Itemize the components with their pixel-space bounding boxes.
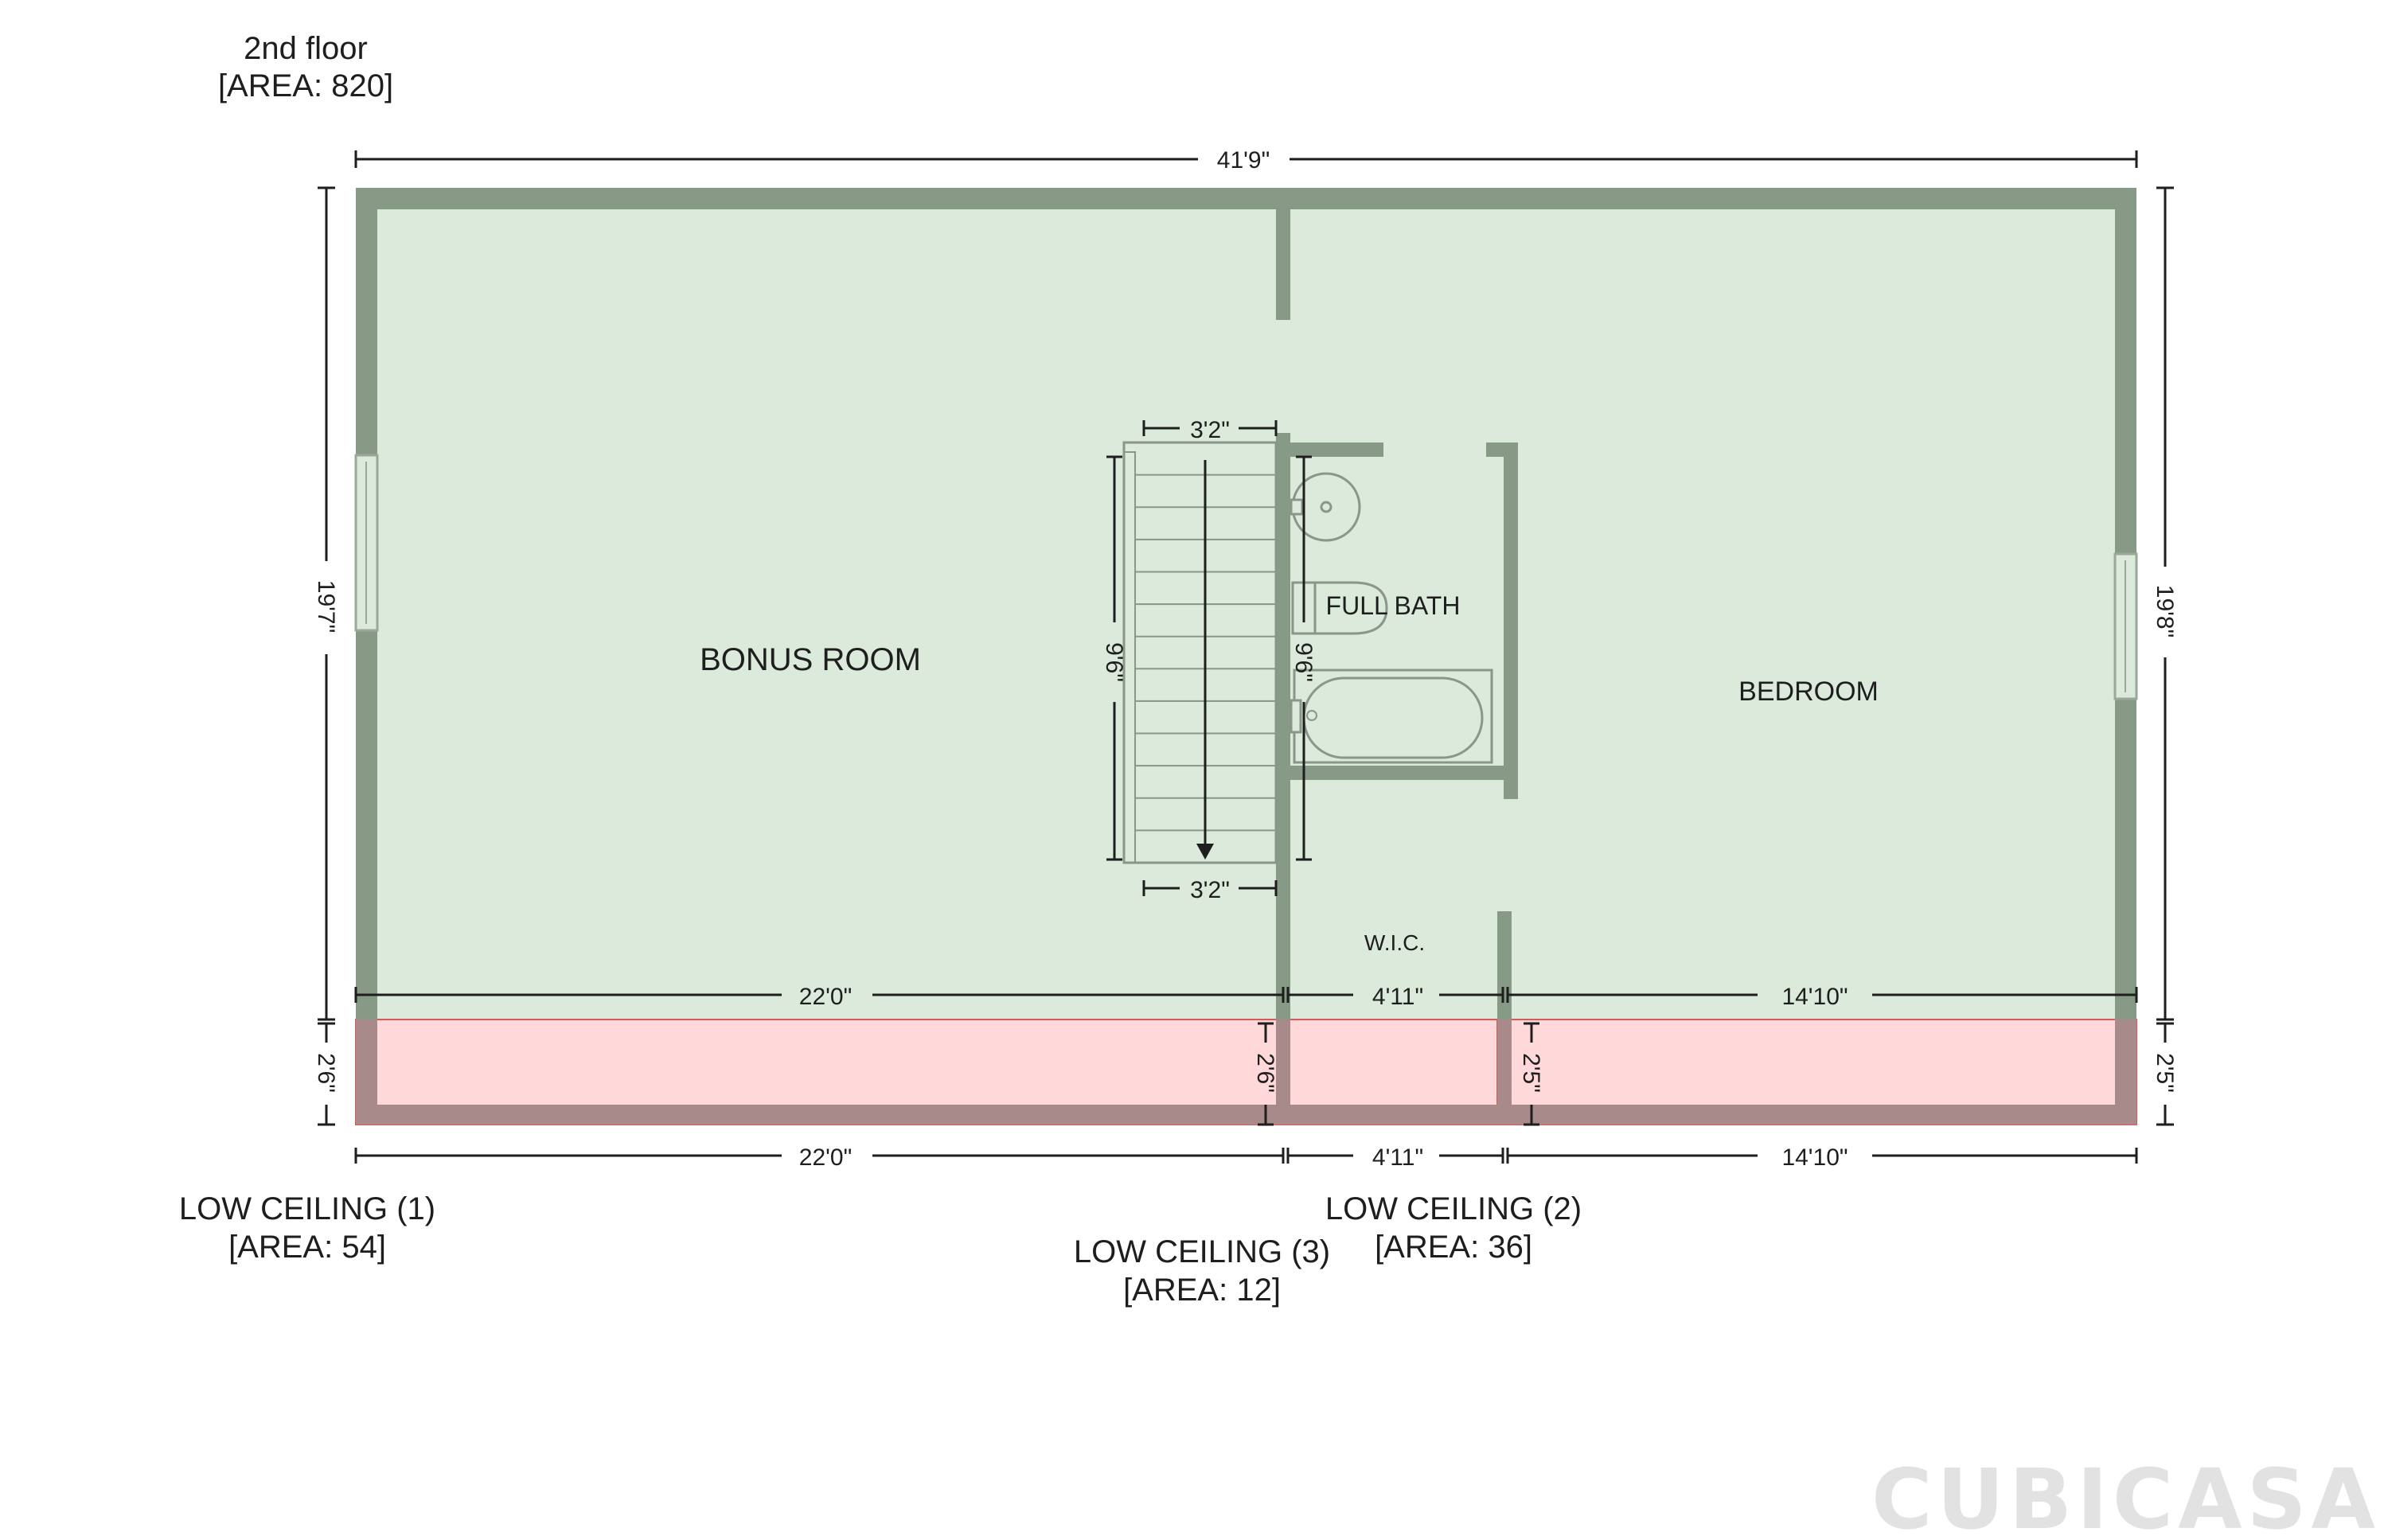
dim-stair-top: 3'2" xyxy=(1142,417,1278,443)
dim-left-low: 2'6" xyxy=(313,1022,339,1126)
svg-text:2'5": 2'5" xyxy=(2152,1053,2178,1093)
svg-text:9'6": 9'6" xyxy=(1290,642,1317,682)
dim-low2-height: 2'5" xyxy=(1518,1022,1544,1126)
dim-left-height: 19'7" xyxy=(313,186,339,1021)
svg-text:4'11": 4'11" xyxy=(1372,984,1423,1010)
dim-bottom-row: 22'0" 4'11" 14'10" xyxy=(354,1144,2138,1171)
dim-low3-height: 2'6" xyxy=(1252,1022,1278,1126)
dim-mid-row: 22'0" 4'11" 14'10" xyxy=(354,984,2138,1010)
dim-bath-length: 9'6" xyxy=(1290,455,1317,861)
svg-text:14'10": 14'10" xyxy=(1781,1144,1848,1171)
wic-wall-low xyxy=(1497,1020,1512,1125)
room-label-bedroom: BEDROOM xyxy=(1738,676,1879,707)
floor-title: 2nd floor xyxy=(244,31,368,66)
sink-icon xyxy=(1290,472,1361,542)
staircase xyxy=(1122,441,1278,864)
interior-wall-low xyxy=(1276,1020,1290,1125)
svg-text:2'6": 2'6" xyxy=(1252,1053,1278,1093)
bathtub-icon xyxy=(1290,669,1493,764)
room-label-bonus-room: BONUS ROOM xyxy=(700,642,921,677)
dim-stair-length: 9'6" xyxy=(1101,455,1127,861)
interior-wall-upper xyxy=(1276,188,1290,320)
wic-wall xyxy=(1497,911,1512,1020)
cubicasa-logo: CUBICASA xyxy=(1871,1451,2380,1540)
dim-right-height: 19'8" xyxy=(2152,186,2178,1021)
dim-stair-bottom: 3'2" xyxy=(1142,877,1278,903)
svg-text:19'7": 19'7" xyxy=(313,580,339,633)
svg-text:9'6": 9'6" xyxy=(1101,642,1127,682)
bath-wall-right xyxy=(1504,443,1518,799)
low-ceiling-2-name: LOW CEILING (2) xyxy=(1325,1191,1582,1226)
svg-text:3'2": 3'2" xyxy=(1190,877,1230,903)
low-ceiling-3-area: [AREA: 12] xyxy=(1123,1273,1281,1308)
bath-wall-top-left xyxy=(1290,443,1383,457)
svg-text:4'11": 4'11" xyxy=(1372,1144,1423,1171)
wall-top xyxy=(356,188,2136,209)
svg-text:3'2": 3'2" xyxy=(1190,417,1230,443)
low-ceiling-2-area: [AREA: 36] xyxy=(1375,1230,1532,1265)
dim-top-width: 41'9" xyxy=(354,147,2138,173)
low-ceiling-3-name: LOW CEILING (3) xyxy=(1074,1234,1330,1269)
svg-text:22'0": 22'0" xyxy=(799,984,852,1010)
floor-area: [AREA: 820] xyxy=(218,68,393,103)
dim-right-low: 2'5" xyxy=(2152,1022,2178,1126)
low-ceiling-1-name: LOW CEILING (1) xyxy=(179,1191,435,1226)
svg-text:22'0": 22'0" xyxy=(799,1144,852,1171)
interior-wall-lower xyxy=(1276,433,1290,1020)
bath-wall-bottom xyxy=(1290,766,1518,780)
wall-bottom xyxy=(356,1105,2136,1125)
room-label-wic: W.I.C. xyxy=(1364,930,1425,955)
low-ceiling-1-area: [AREA: 54] xyxy=(228,1230,386,1265)
room-label-full-bath: FULL BATH xyxy=(1326,591,1461,620)
svg-text:14'10": 14'10" xyxy=(1781,984,1848,1010)
svg-text:2'5": 2'5" xyxy=(1518,1053,1544,1093)
svg-text:2'6": 2'6" xyxy=(313,1053,339,1093)
svg-text:19'8": 19'8" xyxy=(2152,585,2178,637)
stair-arrow-icon xyxy=(1196,844,1214,860)
svg-text:41'9": 41'9" xyxy=(1217,147,1270,173)
